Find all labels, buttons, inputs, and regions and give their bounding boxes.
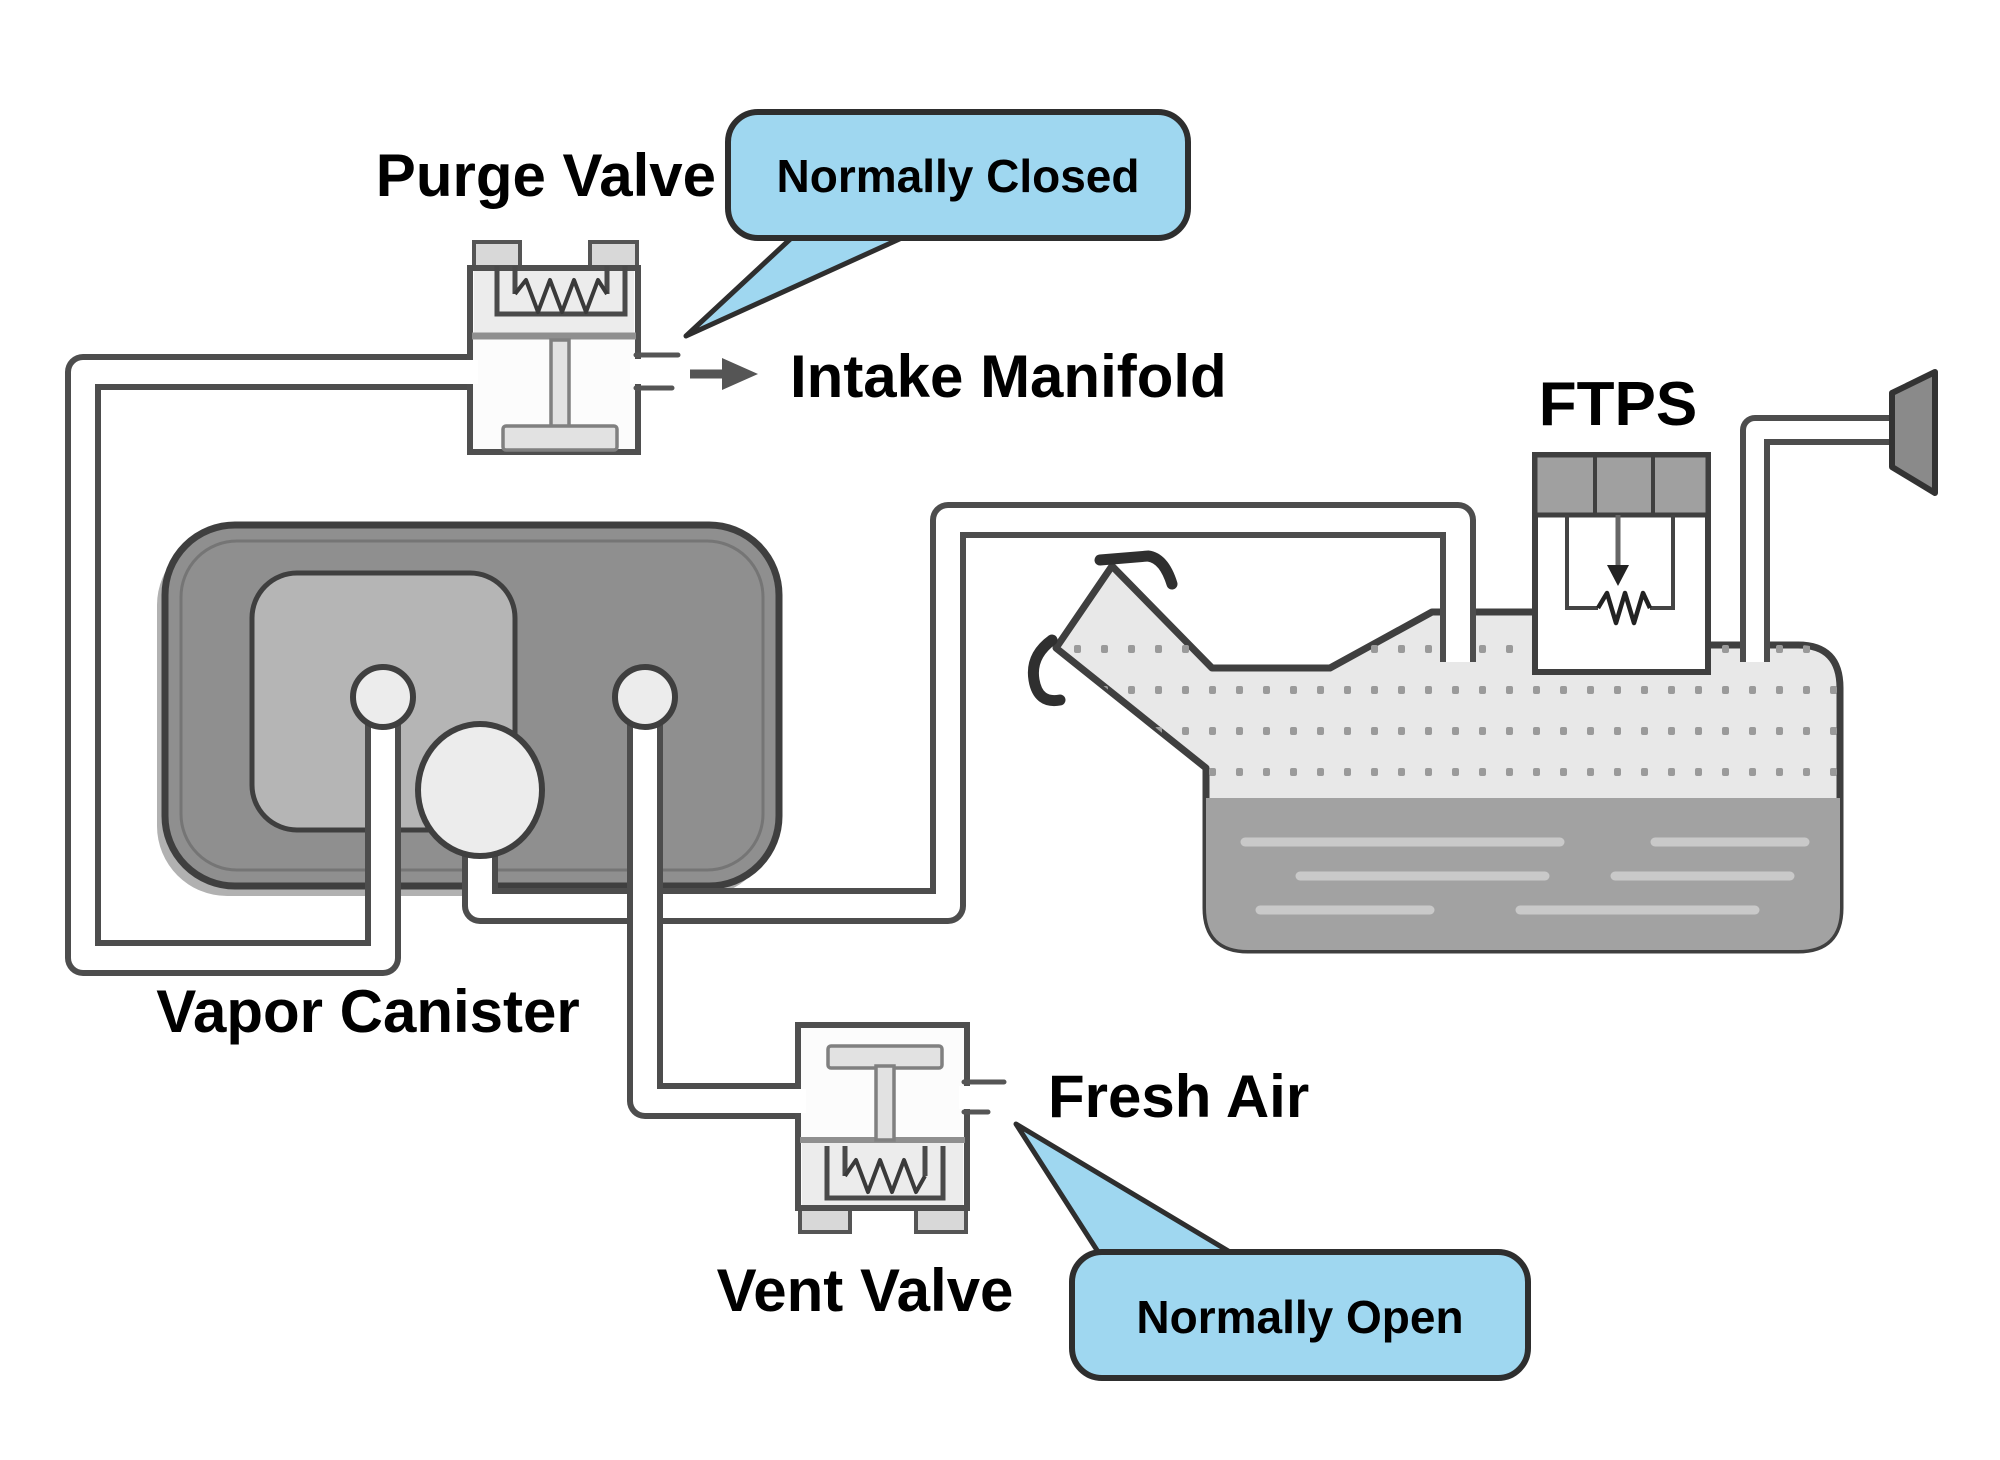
intake-manifold-arrow — [690, 358, 758, 390]
fuel-tank — [1027, 550, 1844, 954]
ftps-label: FTPS — [1539, 370, 1697, 439]
purge-valve — [462, 240, 681, 455]
vapor-canister-label: Vapor Canister — [156, 978, 580, 1045]
vent-valve-spring-tray — [824, 1146, 946, 1201]
vent-valve-outlet-opening — [959, 1086, 1005, 1109]
ftps-resistor-zigzag — [1596, 590, 1653, 626]
callout-bubble — [725, 109, 1191, 241]
canister-tank-port — [415, 721, 545, 859]
pipe-purge-line — [65, 354, 470, 976]
purge-valve-plunger-rod — [549, 338, 571, 434]
purge-valve-label: Purge Valve — [376, 142, 716, 209]
purge-valve-outlet-stubs — [633, 352, 681, 391]
arrow-head — [722, 358, 758, 390]
callout-tail — [1013, 1121, 1243, 1261]
fresh-air-label: Fresh Air — [1048, 1063, 1309, 1130]
canister-purge-port — [350, 664, 416, 730]
purge-valve-spring-tray — [494, 266, 628, 317]
vent-valve — [790, 1022, 1007, 1234]
vent-valve-spring — [843, 1158, 927, 1194]
normally-closed-label: Normally Closed — [777, 150, 1140, 202]
purge-valve-spring — [513, 278, 609, 314]
purge-valve-plunger-flange — [501, 424, 619, 452]
fuel-surface-streaks — [1240, 837, 1810, 915]
ftps-bracket — [1565, 515, 1675, 610]
ftps-sensor — [1532, 452, 1711, 675]
purge-valve-outlet-opening — [630, 359, 678, 384]
pipe-vent-line — [627, 710, 798, 1119]
purge-valve-inlet-opening — [462, 360, 478, 384]
vapor-canister — [157, 521, 783, 896]
callout-normally-open: Normally Open — [1013, 1121, 1531, 1381]
callout-bubble — [1069, 1249, 1531, 1381]
intake-manifold-label: Intake Manifold — [790, 343, 1227, 410]
pipe-tank-vapor-line — [462, 502, 1476, 924]
vent-valve-plunger-stem — [874, 1064, 896, 1142]
callout-tail — [683, 227, 918, 339]
filler-neck-hook-top — [1094, 550, 1178, 590]
pipe-filler-vent — [1740, 415, 1892, 662]
ftps-header-dividers — [1593, 455, 1655, 515]
vent-valve-inlet-opening — [790, 1089, 806, 1113]
ftps-wiper-arrowhead — [1607, 565, 1629, 586]
filler-funnel — [1889, 369, 1938, 496]
ftps-connector-header — [1532, 452, 1711, 518]
callout-normally-closed: Normally Closed — [683, 109, 1191, 339]
canister-vent-port — [612, 664, 678, 730]
normally-open-label: Normally Open — [1136, 1291, 1463, 1343]
filler-neck-hook-bottom — [1027, 634, 1066, 707]
vent-valve-label: Vent Valve — [717, 1257, 1014, 1324]
vent-valve-outlet-stubs — [961, 1079, 1007, 1115]
